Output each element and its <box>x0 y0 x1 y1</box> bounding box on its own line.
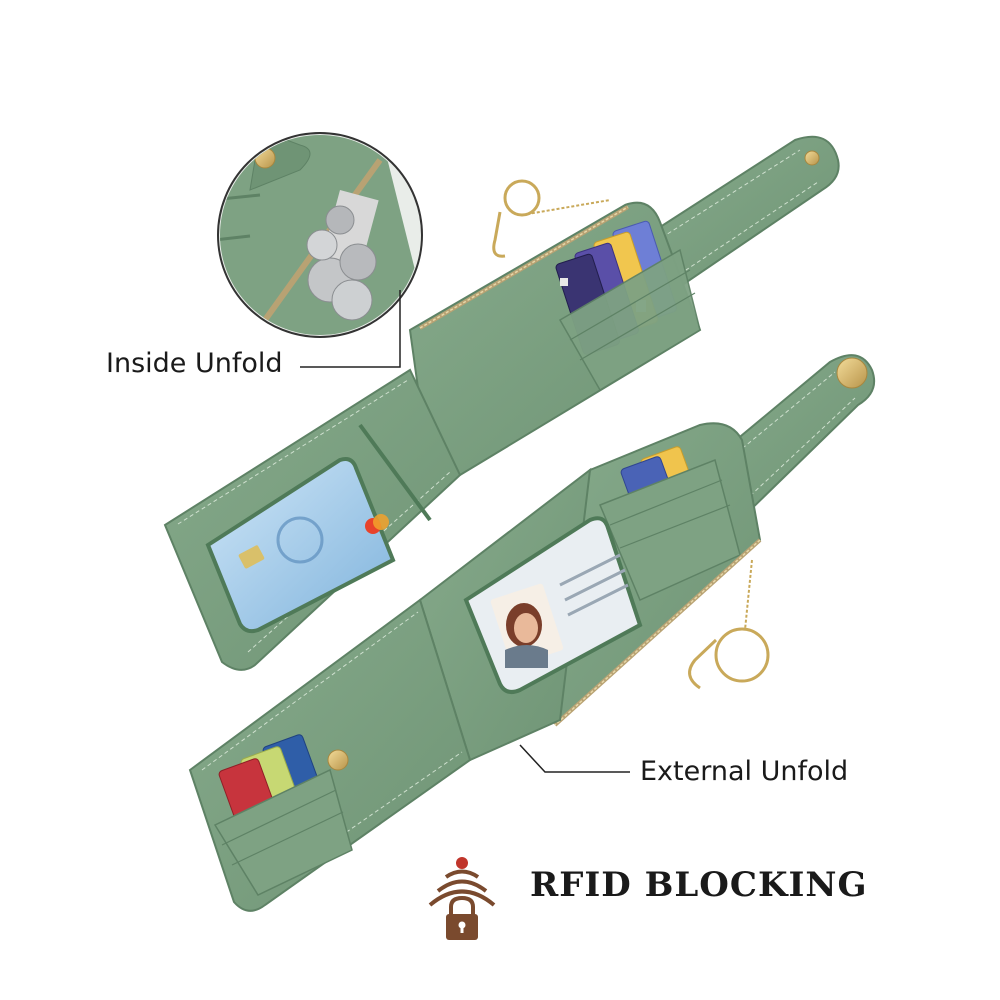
inside-unfold-wallet <box>163 135 840 671</box>
rfid-blocking-title: RFID BLOCKING <box>530 865 868 905</box>
inside-unfold-leader <box>300 290 401 368</box>
inside-unfold-label: Inside Unfold <box>106 348 283 379</box>
rfid-lock-icon <box>428 857 496 940</box>
external-unfold-leader <box>519 744 630 773</box>
external-unfold-wallet <box>188 354 876 912</box>
zip-pocket-closeup <box>217 132 611 338</box>
external-unfold-label: External Unfold <box>640 756 849 787</box>
